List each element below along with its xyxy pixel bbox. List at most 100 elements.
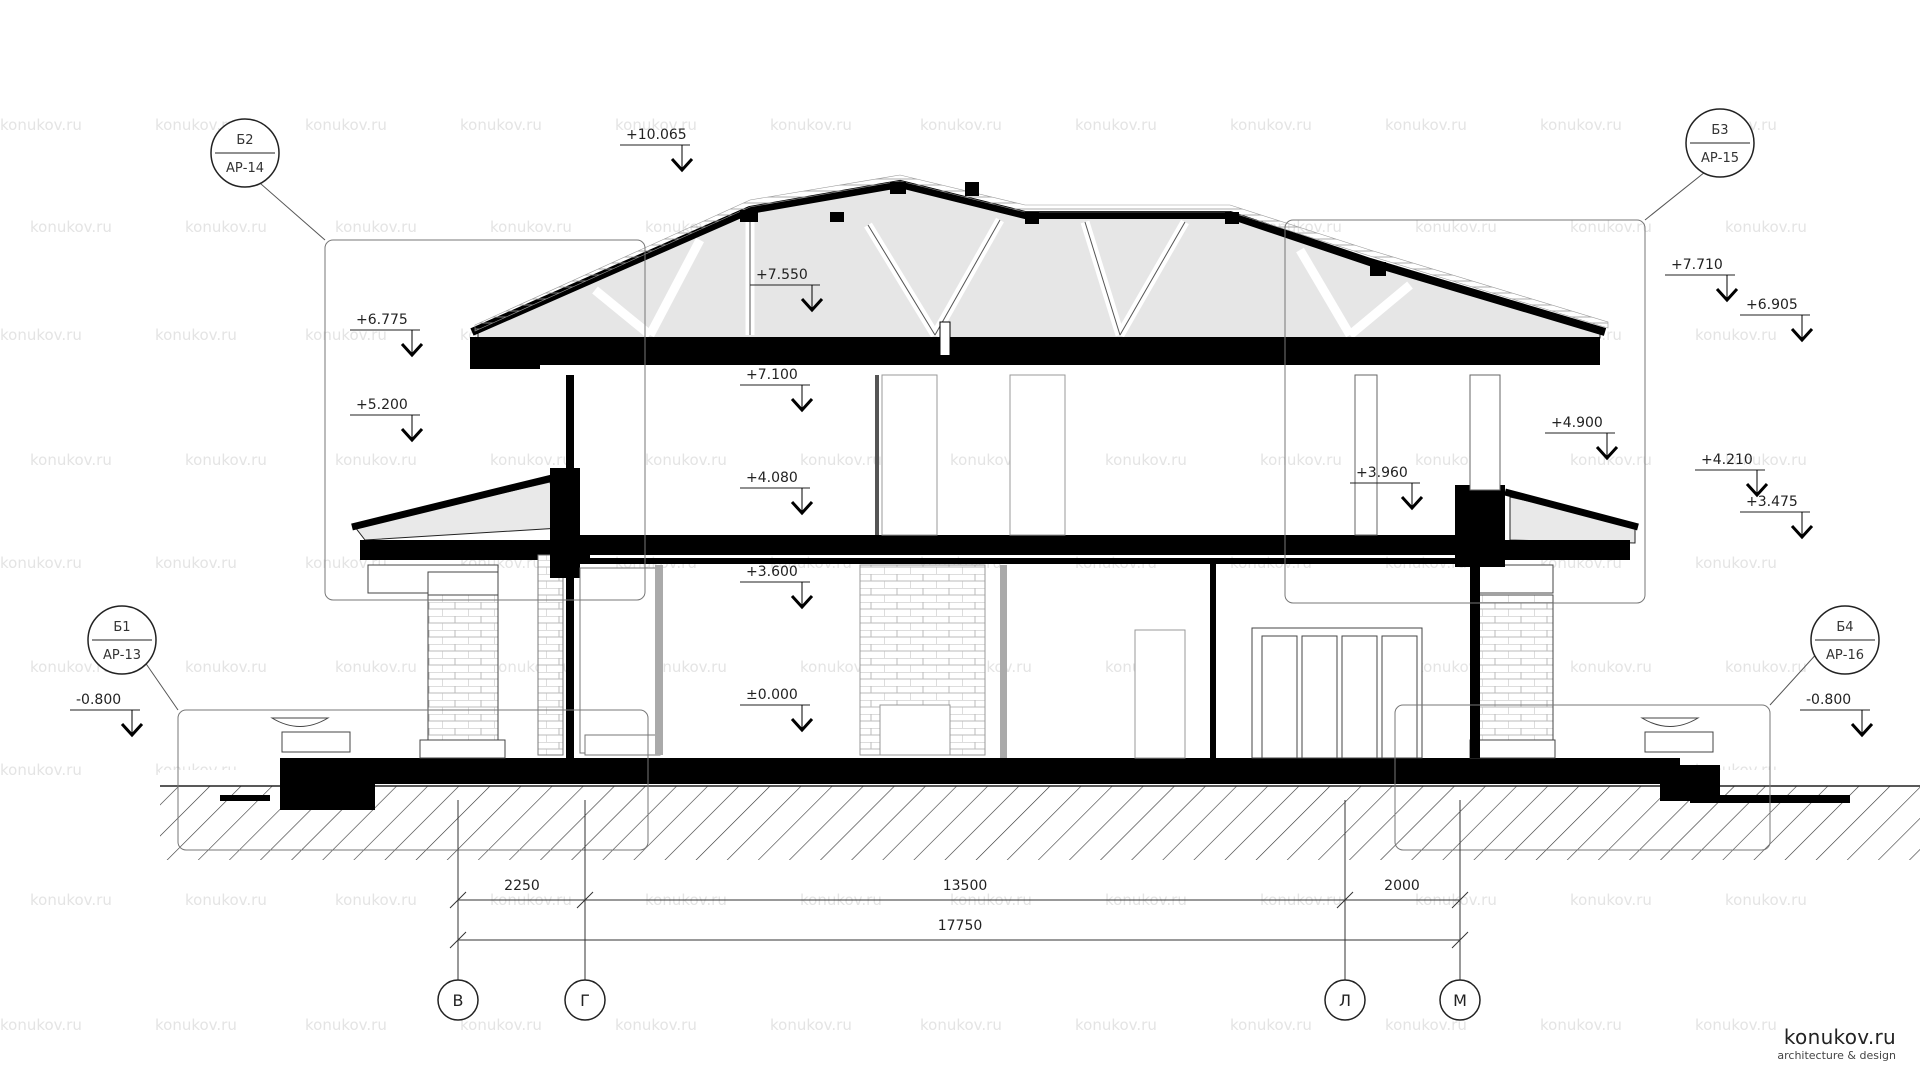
watermark-text: konukov.ru — [0, 326, 82, 344]
watermark-text: konukov.ru — [335, 218, 417, 236]
watermark-text: konukov.ru — [1570, 891, 1652, 909]
watermark-text: konukov.ru — [1695, 1016, 1777, 1034]
watermark-text: konukov.ru — [155, 1016, 237, 1034]
watermark-text: konukov.ru — [1230, 1016, 1312, 1034]
callout-sheet-ref: АР-14 — [226, 161, 264, 176]
level-marker: +5.200 — [350, 397, 424, 443]
level-label: +5.200 — [356, 397, 408, 413]
detail-frames — [177, 219, 1771, 851]
watermark-text: konukov.ru — [0, 116, 82, 134]
callout-sheet-number: Б3 — [1711, 123, 1728, 138]
watermark-text: konukov.ru — [0, 554, 82, 572]
watermark-text: konukov.ru — [185, 891, 267, 909]
watermark-text: konukov.ru — [615, 116, 697, 134]
level-label: +7.100 — [746, 367, 798, 383]
watermark-text: konukov.ru — [490, 451, 572, 469]
grid-axes: В Г Л М — [437, 979, 1481, 1021]
level-label: +4.210 — [1701, 452, 1753, 468]
watermark-text: konukov.ru — [335, 658, 417, 676]
watermark-text: konukov.ru — [1385, 1016, 1467, 1034]
watermark-text: konukov.ru — [920, 1016, 1002, 1034]
level-marker: -0.800 — [70, 692, 144, 738]
watermark-text: konukov.ru — [770, 1016, 852, 1034]
callout-sheet-ref: АР-15 — [1701, 151, 1739, 166]
watermark-text: konukov.ru — [645, 658, 727, 676]
watermark-text: konukov.ru — [1105, 451, 1187, 469]
level-marker: -0.800 — [1800, 692, 1874, 738]
watermark-text: konukov.ru — [1075, 116, 1157, 134]
watermark-text: konukov.ru — [185, 451, 267, 469]
watermark-text: konukov.ru — [335, 451, 417, 469]
level-label: +6.775 — [356, 312, 408, 328]
watermark-text: konukov.ru — [0, 761, 82, 779]
watermark-text: konukov.ru — [155, 554, 237, 572]
axis-bubble — [437, 979, 479, 1021]
watermark-text: konukov.ru — [335, 891, 417, 909]
watermark-text: konukov.ru — [1695, 326, 1777, 344]
watermark-text: konukov.ru — [1725, 218, 1807, 236]
watermark-text: konukov.ru — [185, 658, 267, 676]
axis-label: М — [1453, 991, 1467, 1010]
callout-sheet-ref: АР-13 — [103, 648, 141, 663]
level-marker: +10.065 — [620, 127, 694, 173]
left-wing — [270, 474, 590, 759]
axis-bubble — [1324, 979, 1366, 1021]
watermark-text: konukov.ru — [1540, 1016, 1622, 1034]
watermark-text: konukov.ru — [305, 1016, 387, 1034]
level-marker: ±0.000 — [740, 687, 814, 733]
level-label: +6.905 — [1746, 297, 1798, 313]
level-label: +7.710 — [1671, 257, 1723, 273]
level-marker: +4.900 — [1545, 415, 1619, 461]
watermark-text: konukov.ru — [155, 116, 237, 134]
watermark-text: konukov.ru — [305, 326, 387, 344]
dimension-label: 2000 — [1384, 878, 1420, 894]
level-label: +3.475 — [1746, 494, 1798, 510]
watermark-text: konukov.ru — [1725, 658, 1807, 676]
level-label: +3.600 — [746, 564, 798, 580]
level-label: -0.800 — [76, 692, 121, 708]
watermark-text: konukov.ru — [30, 218, 112, 236]
axis-label: Л — [1339, 991, 1351, 1010]
level-label: ±0.000 — [746, 687, 798, 703]
callout-sheet-number: Б2 — [236, 133, 253, 148]
watermark-text: konukov.ru — [645, 451, 727, 469]
axis-bubble — [564, 979, 606, 1021]
level-label: +10.065 — [626, 127, 687, 143]
callout-sheet-number: Б4 — [1836, 620, 1853, 635]
watermark-text: konukov.ru — [460, 116, 542, 134]
brand-tagline: architecture & design — [1777, 1049, 1896, 1062]
axis-label: Г — [580, 991, 590, 1010]
watermark-text: konukov.ru — [1230, 116, 1312, 134]
level-label: +4.900 — [1551, 415, 1603, 431]
level-marker: +6.905 — [1740, 297, 1814, 343]
level-marker: +3.600 — [740, 564, 814, 610]
watermark-text: konukov.ru — [30, 658, 112, 676]
dimension-label: 17750 — [938, 918, 983, 934]
watermark-text: konukov.ru — [1075, 1016, 1157, 1034]
level-marker: +7.550 — [750, 267, 824, 313]
brand-block: konukov.ru architecture & design — [1777, 1025, 1896, 1062]
axis-label: В — [453, 991, 464, 1010]
watermark-text: konukov.ru — [185, 218, 267, 236]
watermark-text: konukov.ru — [800, 451, 882, 469]
level-label: +4.080 — [746, 470, 798, 486]
floors — [540, 365, 1610, 759]
watermark-text: konukov.ru — [920, 116, 1002, 134]
watermark-text: konukov.ru — [1540, 116, 1622, 134]
level-markers: +10.065 +7.550 +6.775 +7.100 +5.200 +4.080 +3.… — [70, 127, 1874, 738]
right-wing — [1469, 488, 1714, 759]
watermark-text: konukov.ru — [1415, 218, 1497, 236]
watermark-text: konukov.ru — [1695, 554, 1777, 572]
watermark-text: konukov.ru — [1385, 116, 1467, 134]
watermark-text: konukov.ru — [1725, 891, 1807, 909]
watermark-text: konukov.ru — [0, 1016, 82, 1034]
watermark-text: konukov.ru — [1725, 451, 1807, 469]
watermark-text: konukov.ru — [155, 326, 237, 344]
watermark-text: konukov.ru — [1570, 658, 1652, 676]
